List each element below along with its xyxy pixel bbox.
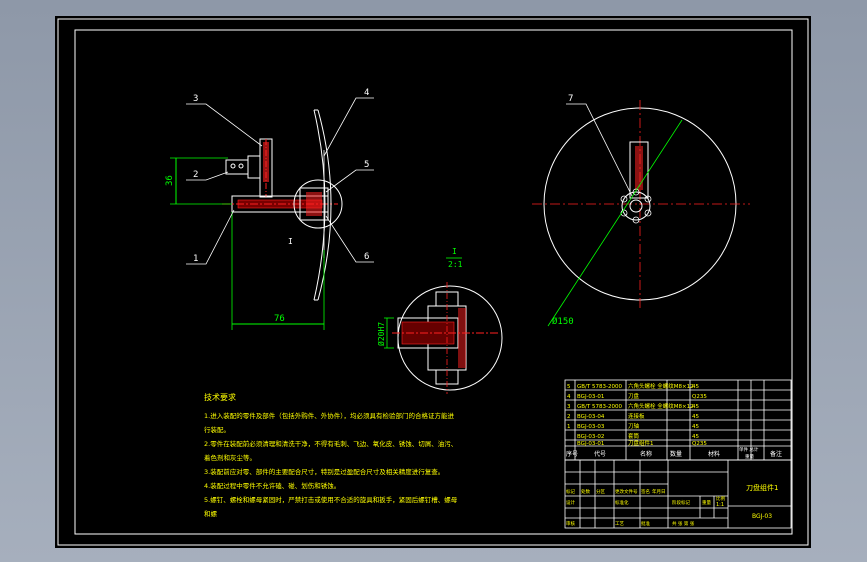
svg-text:连接板: 连接板 [628, 412, 645, 420]
hub [299, 187, 329, 221]
svg-text:六角头螺栓 全螺纹M8×12: 六角头螺栓 全螺纹M8×12 [628, 382, 694, 390]
bom-rows: 5 GB/T 5783-2000 六角头螺栓 全螺纹M8×12 45 4 BGJ… [567, 382, 707, 447]
scale-value: 1:1 [716, 502, 724, 508]
callout-4: 4 [364, 88, 369, 98]
svg-text:Q235: Q235 [692, 441, 707, 447]
svg-text:比例: 比例 [716, 495, 725, 502]
svg-text:刀盘组件1: 刀盘组件1 [628, 439, 654, 447]
detail-scale: 2:1 [448, 260, 463, 269]
dimension-76: 76 [231, 212, 325, 330]
note-line-2: 行装配。 [204, 425, 230, 434]
svg-text:材料: 材料 [708, 450, 720, 458]
svg-text:GB/T 5783-2000: GB/T 5783-2000 [577, 404, 622, 410]
svg-text:标记: 标记 [566, 488, 575, 495]
title-block-text: 刀盘组件1 BGJ-03 1:1 标记 处数 分区 更改文件号 签名 年月日 设… [566, 483, 778, 527]
drawing-frame-border [74, 29, 793, 535]
svg-text:签名: 签名 [641, 488, 650, 495]
svg-text:名称: 名称 [640, 450, 652, 458]
side-view: 36 76 3 2 1 4 5 6 I I 2:1 [165, 88, 463, 330]
title-block [564, 459, 792, 529]
svg-text:BGJ-03-03: BGJ-03-03 [577, 424, 605, 430]
svg-text:共 张 第 张: 共 张 第 张 [672, 520, 695, 527]
note-line-3: 2.零件在装配前必须清理和清洗干净，不得有毛刺、飞边、氧化皮、锈蚀、切屑、油污、 [204, 439, 457, 448]
callout-5: 5 [364, 160, 369, 170]
svg-text:45: 45 [692, 434, 699, 440]
svg-text:刀盘: 刀盘 [628, 392, 640, 400]
svg-text:BGJ-03-04: BGJ-03-04 [577, 414, 605, 420]
svg-text:重量: 重量 [702, 499, 711, 506]
svg-text:BGJ-03-01: BGJ-03-01 [577, 441, 604, 447]
dim-36-label: 36 [165, 175, 175, 186]
note-line-1: 1.进入装配的零件及部件（包括外购件、外协件），均必须具有检验部门的合格证方能进 [204, 411, 454, 420]
svg-text:5: 5 [567, 384, 571, 390]
svg-text:设计: 设计 [566, 499, 575, 506]
drawing-number: BGJ-03 [752, 513, 772, 520]
svg-text:重量: 重量 [745, 453, 754, 460]
callout-2: 2 [193, 170, 198, 180]
note-line-8: 和螺 [204, 509, 218, 518]
svg-text:GB/T 5783-2000: GB/T 5783-2000 [577, 384, 622, 390]
dimension-36: 36 [165, 157, 232, 205]
svg-text:数量: 数量 [670, 450, 682, 458]
bom-header: 序号 代号 名称 数量 材料 单件 总计 重量 备注 [566, 446, 782, 460]
diameter-150-leader [547, 119, 683, 327]
front-view: 7 Ø150 [532, 94, 750, 327]
note-line-4: 着色剂和灰尘等。 [204, 453, 256, 462]
svg-text:45: 45 [692, 414, 699, 420]
svg-text:处数: 处数 [581, 488, 590, 495]
technical-notes: 技术要求 1.进入装配的零件及部件（包括外购件、外协件），均必须具有检验部门的合… [204, 392, 458, 518]
svg-text:刀轴: 刀轴 [628, 422, 640, 430]
callout-3: 3 [193, 94, 198, 104]
svg-text:4: 4 [567, 394, 571, 400]
note-line-6: 4.装配过程中零件不允许磕、碰、划伤和锈蚀。 [204, 481, 340, 490]
detail-view-i: Ø20H7 [376, 282, 503, 394]
detail-label-i: I [452, 247, 457, 256]
svg-text:Q235: Q235 [692, 394, 707, 400]
svg-text:45: 45 [692, 424, 699, 430]
svg-text:3: 3 [567, 404, 571, 410]
svg-text:BGJ-03-02: BGJ-03-02 [577, 434, 604, 440]
callout-1: 1 [193, 254, 198, 264]
dim-diameter-150: Ø150 [552, 316, 574, 327]
svg-text:更改文件号: 更改文件号 [615, 488, 638, 495]
svg-text:2: 2 [567, 414, 571, 420]
note-line-7: 5.螺钉、螺栓和螺母紧固时，严禁打击或使用不合适的旋具和扳手，紧固后螺钉槽、螺母 [204, 495, 458, 504]
svg-text:1: 1 [567, 424, 571, 430]
part-name: 刀盘组件1 [746, 483, 778, 492]
svg-text:序号: 序号 [566, 450, 578, 458]
drawing-sheet [55, 16, 811, 548]
svg-text:批准: 批准 [641, 520, 650, 527]
bom-table [564, 379, 792, 461]
svg-text:单件 总计: 单件 总计 [739, 446, 759, 453]
svg-text:套筒: 套筒 [628, 432, 640, 440]
detail-i-circle [293, 179, 343, 229]
svg-text:年月日: 年月日 [652, 488, 666, 495]
note-line-5: 3.装配前应对零、部件的主要配合尺寸，特别是过盈配合尺寸及相关精度进行复查。 [204, 467, 444, 476]
svg-text:备注: 备注 [770, 450, 782, 458]
svg-text:代号: 代号 [594, 450, 606, 458]
section-mark-i: I [288, 237, 293, 246]
svg-text:BGJ-03-01: BGJ-03-01 [577, 394, 604, 400]
svg-text:标准化: 标准化 [615, 499, 629, 506]
svg-text:工艺: 工艺 [615, 521, 624, 527]
dim-diameter-20: Ø20H7 [376, 322, 386, 346]
callout-6: 6 [364, 252, 369, 262]
svg-text:45: 45 [692, 384, 699, 390]
svg-text:分区: 分区 [596, 488, 605, 495]
callout-7: 7 [568, 94, 573, 104]
svg-text:审核: 审核 [566, 520, 575, 527]
cutter-disk [313, 109, 326, 301]
svg-text:45: 45 [692, 404, 699, 410]
dim-76-label: 76 [274, 314, 285, 324]
notes-title: 技术要求 [204, 392, 236, 402]
svg-text:六角头螺栓 全螺纹M8×12: 六角头螺栓 全螺纹M8×12 [628, 402, 694, 410]
sheet-trim-border [57, 18, 809, 546]
svg-text:阶段标记: 阶段标记 [672, 499, 690, 506]
